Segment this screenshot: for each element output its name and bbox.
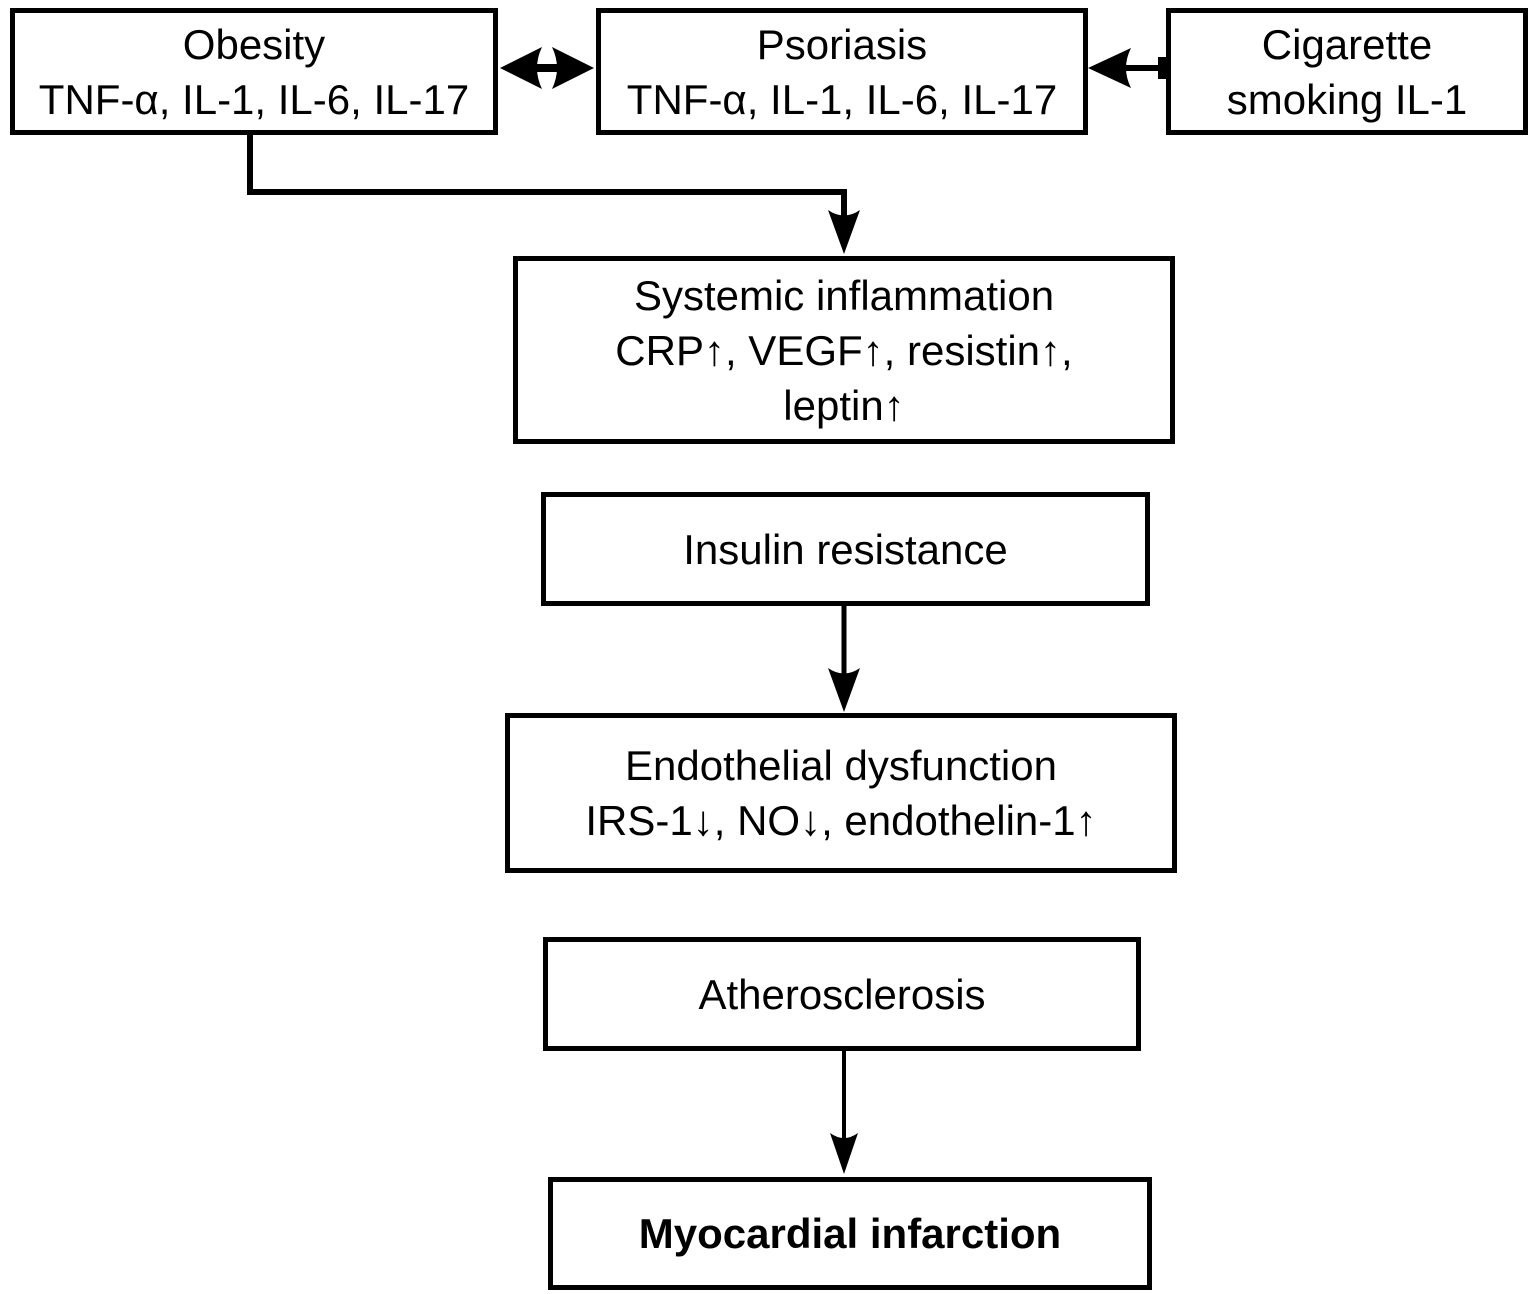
arrow-atherosclerosis-infarction bbox=[830, 1051, 858, 1174]
node-psoriasis: Psoriasis TNF-α, IL-1, IL-6, IL-17 bbox=[596, 8, 1088, 135]
elbow-arrow-obesity-inflammation bbox=[247, 135, 860, 254]
node-myocardial-infarction: Myocardial infarction bbox=[548, 1177, 1152, 1290]
node-cigarette-smoking: Cigarette smoking IL-1 bbox=[1166, 8, 1528, 135]
node-insulin-resistance: Insulin resistance bbox=[541, 492, 1150, 606]
arrow-smoking-psoriasis bbox=[1088, 48, 1166, 88]
node-endothelial-title: Endothelial dysfunction bbox=[625, 742, 1057, 789]
node-atherosclerosis-title: Atherosclerosis bbox=[698, 970, 986, 1018]
node-inflammation-title: Systemic inflammation bbox=[633, 271, 1055, 319]
arrow-obesity-psoriasis bbox=[500, 47, 594, 89]
node-infarction-title: Myocardial infarction bbox=[638, 1210, 1062, 1257]
arrow-butt-tick bbox=[1158, 57, 1166, 79]
node-inflammation-markers-1: CRP↑, VEGF↑, resistin↑, bbox=[615, 326, 1073, 374]
node-endothelial-dysfunction: Endothelial dysfunction IRS-1↓, NO↓, end… bbox=[505, 713, 1177, 873]
node-inflammation-markers-2: leptin↑ bbox=[783, 381, 905, 429]
arrow-insulin-endothelial bbox=[828, 606, 860, 712]
node-obesity: Obesity TNF-α, IL-1, IL-6, IL-17 bbox=[10, 8, 498, 135]
node-obesity-cytokines: TNF-α, IL-1, IL-6, IL-17 bbox=[38, 75, 470, 123]
node-systemic-inflammation: Systemic inflammation CRP↑, VEGF↑, resis… bbox=[513, 256, 1175, 444]
node-obesity-title: Obesity bbox=[182, 20, 326, 68]
node-endothelial-markers: IRS-1↓, NO↓, endothelin-1↑ bbox=[585, 797, 1097, 844]
node-atherosclerosis: Atherosclerosis bbox=[543, 937, 1141, 1051]
node-psoriasis-cytokines: TNF-α, IL-1, IL-6, IL-17 bbox=[626, 75, 1058, 123]
node-smoking-cytokines: smoking IL-1 bbox=[1226, 75, 1468, 123]
node-smoking-title: Cigarette bbox=[1261, 20, 1433, 68]
node-insulin-title: Insulin resistance bbox=[683, 525, 1008, 573]
node-psoriasis-title: Psoriasis bbox=[756, 20, 928, 68]
